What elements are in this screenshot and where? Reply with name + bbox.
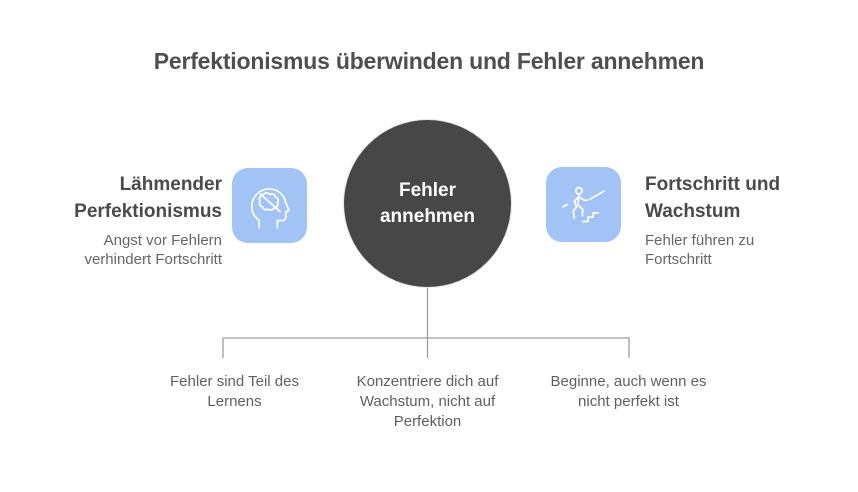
left-node-card bbox=[232, 168, 307, 243]
right-node-heading: Fortschritt und Wachstum bbox=[645, 174, 781, 222]
right-node-text: Fortschritt und Wachstum Fehler führen z… bbox=[645, 171, 815, 269]
page-title: Perfektionismus überwinden und Fehler an… bbox=[153, 48, 705, 74]
person-climbing-stairs-icon bbox=[559, 180, 609, 230]
left-node-heading: Lähmender Perfektionismus bbox=[74, 174, 222, 222]
left-node-text: Lähmender Perfektionismus Angst vor Fehl… bbox=[52, 171, 222, 269]
central-node: Fehler annehmen bbox=[344, 120, 511, 287]
head-with-crossed-brain-icon bbox=[245, 181, 295, 231]
branch-label-2: Konzentriere dich auf Wachstum, nicht au… bbox=[356, 373, 499, 430]
right-node-card bbox=[546, 167, 621, 242]
central-node-label: Fehler annehmen bbox=[379, 179, 476, 227]
left-node-description: Angst vor Fehlern verhindert Fortschritt bbox=[84, 232, 222, 268]
right-node-description: Fehler führen zu Fortschritt bbox=[645, 232, 755, 268]
branch-label-1: Fehler sind Teil des Lernens bbox=[170, 373, 299, 410]
branch-label-3: Beginne, auch wenn es nicht perfekt ist bbox=[550, 373, 707, 410]
